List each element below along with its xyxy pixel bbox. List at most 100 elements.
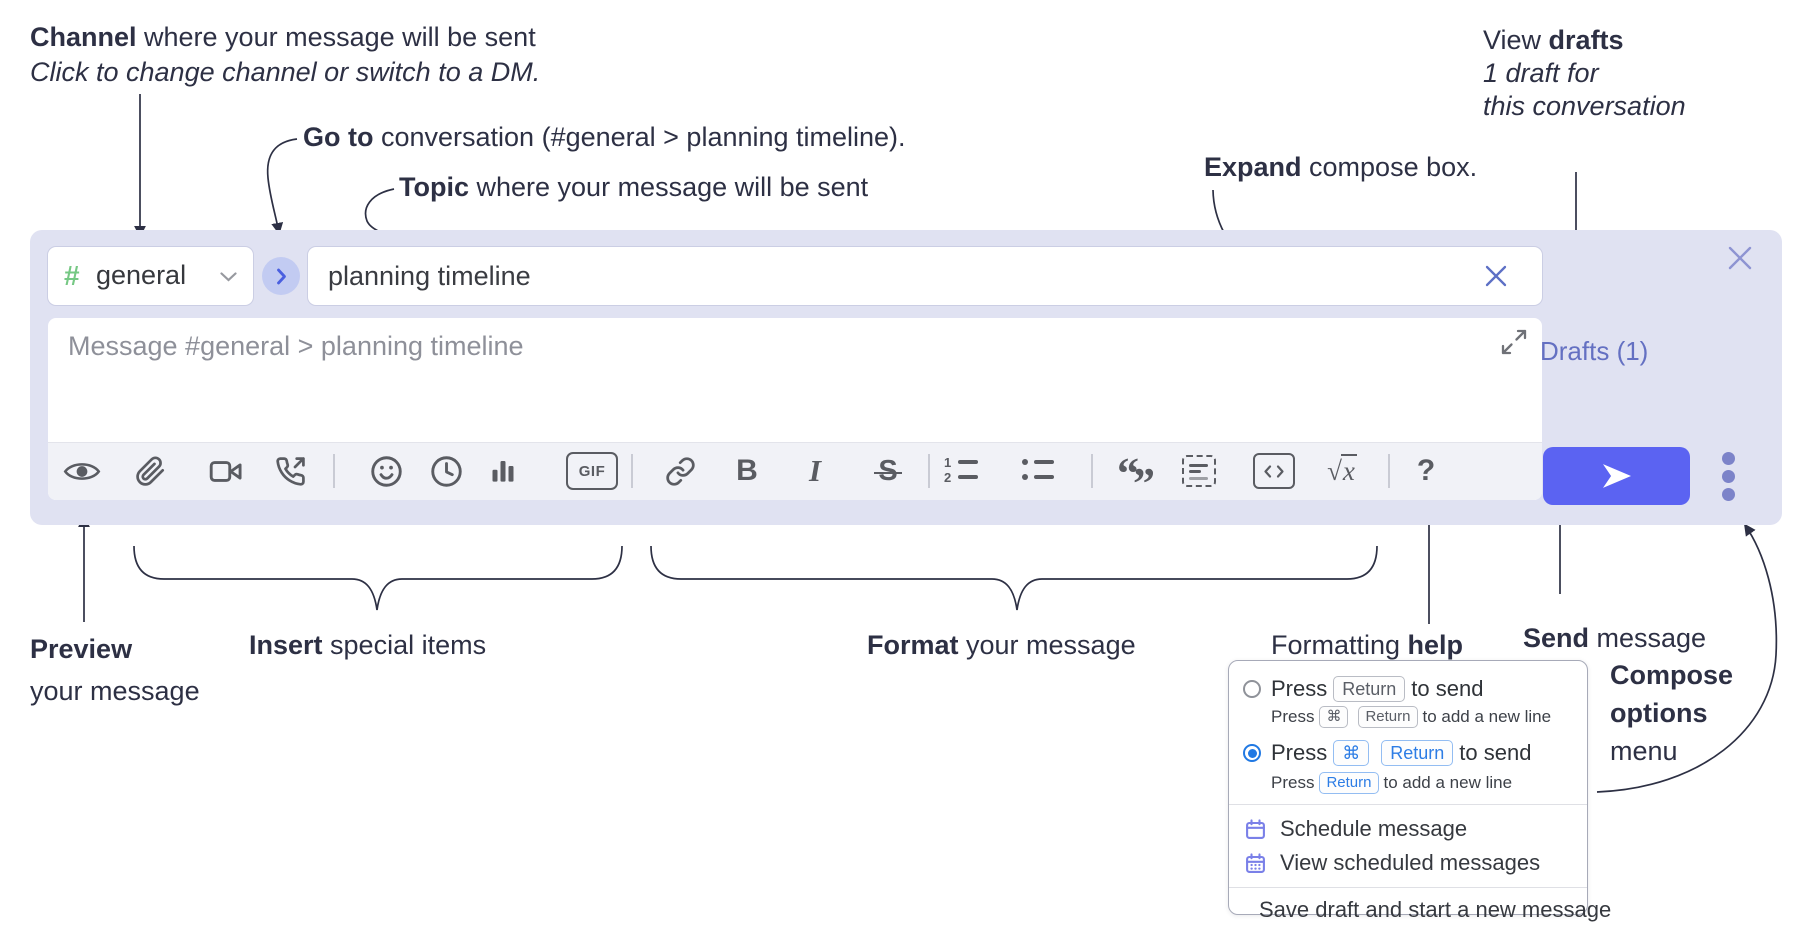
- send-option-return[interactable]: Press Return to send: [1243, 674, 1577, 704]
- add-video-call-button[interactable]: [203, 449, 247, 493]
- quote-icon: “ ”: [1117, 449, 1155, 508]
- bar-chart-icon: [492, 461, 514, 482]
- return-key: Return: [1333, 676, 1406, 702]
- spoiler-icon: [1182, 455, 1216, 487]
- channel-annotation-line2: Click to change channel or switch to a D…: [30, 57, 541, 87]
- go-to-conversation-button[interactable]: [262, 257, 300, 295]
- formatting-help-annotation: Formatting help: [1271, 630, 1464, 660]
- add-global-time-button[interactable]: [424, 449, 468, 493]
- math-button[interactable]: √x: [1318, 449, 1366, 493]
- code-button[interactable]: [1252, 449, 1296, 493]
- numbered-list-button[interactable]: 1 2: [940, 449, 984, 493]
- bulleted-list-icon: [1020, 455, 1056, 487]
- italic-button[interactable]: I: [793, 449, 837, 493]
- channel-name: general: [96, 260, 187, 290]
- add-emoji-button[interactable]: [364, 449, 408, 493]
- cmd-key: ⌘: [1319, 706, 1349, 728]
- code-icon: [1253, 453, 1295, 489]
- insert-brace: [133, 545, 623, 611]
- return-key: Return: [1381, 740, 1454, 766]
- calendar-icon: [1246, 818, 1265, 839]
- bold-button[interactable]: B: [725, 449, 769, 493]
- format-annotation: Format your message: [867, 630, 1136, 660]
- insert-annotation: Insert special items: [249, 630, 487, 660]
- channel-annotation-bold: Channel: [30, 22, 137, 52]
- numbered-list-icon: 1 2: [944, 455, 980, 487]
- channel-hash-icon: #: [64, 260, 80, 291]
- link-icon: [665, 456, 695, 486]
- bold-icon: B: [736, 454, 758, 487]
- quote-button[interactable]: “ ”: [1113, 449, 1157, 508]
- compose-options-menu: Press Return to send Press ⌘ Return to a…: [1228, 660, 1611, 922]
- phone-outgoing-icon: [275, 456, 305, 486]
- topic-annotation: Topic where your message will be sent: [399, 172, 869, 202]
- menu-divider: [1229, 804, 1587, 805]
- compose-options-annotation: Compose options menu: [1610, 660, 1734, 766]
- return-key: Return: [1358, 706, 1418, 728]
- format-brace: [650, 545, 1378, 611]
- eye-icon: [63, 462, 101, 480]
- toolbar-divider: [333, 454, 335, 488]
- ellipsis-dot: [1721, 469, 1735, 483]
- insert-link-button[interactable]: [658, 449, 702, 493]
- menu-item-view-scheduled-messages[interactable]: View scheduled messages: [1245, 847, 1577, 879]
- toolbar-divider: [1388, 454, 1390, 488]
- clear-topic-icon[interactable]: [1484, 264, 1508, 288]
- message-input[interactable]: [48, 318, 1542, 438]
- calendar-days-icon: [1246, 852, 1265, 873]
- clock-icon: [430, 455, 462, 487]
- video-camera-icon: [209, 460, 242, 482]
- expand-compose-icon[interactable]: [1500, 328, 1528, 356]
- italic-icon: I: [808, 453, 822, 488]
- goto-annotation: Go to conversation (#general > planning …: [303, 122, 906, 152]
- radio-unselected-icon[interactable]: [1243, 680, 1261, 698]
- paperclip-icon: [135, 455, 164, 486]
- question-mark-icon: ?: [1416, 454, 1436, 487]
- channel-selector[interactable]: # general: [48, 247, 253, 305]
- send-icon: [1602, 464, 1631, 488]
- channel-annotation: Channel where your message will be sent …: [30, 20, 540, 90]
- toolbar-divider: [1091, 454, 1093, 488]
- preview-button[interactable]: [60, 449, 104, 493]
- math-icon: √x: [1327, 453, 1357, 486]
- cmd-key: ⌘: [1333, 740, 1370, 766]
- preview-annotation: Preview your message: [30, 634, 200, 706]
- strikethrough-icon: S: [874, 454, 903, 487]
- send-option-cmd-return-subtext: Press Return to add a new line: [1271, 772, 1513, 794]
- send-option-return-subtext: Press ⌘ Return to add a new line: [1271, 706, 1552, 728]
- expand-annotation: Expand compose box.: [1204, 152, 1478, 182]
- menu-divider: [1229, 887, 1587, 888]
- compose-box-panel: # general: [30, 230, 1782, 525]
- toolbar-divider: [631, 454, 633, 488]
- drafts-link[interactable]: Drafts (1): [1540, 336, 1649, 366]
- add-poll-button[interactable]: [481, 449, 525, 493]
- compose-toolbar: GIF B I: [48, 442, 1542, 508]
- ellipsis-dot: [1721, 487, 1735, 501]
- topic-input[interactable]: [308, 247, 1542, 305]
- goto-arrow: [266, 138, 298, 235]
- chevron-right-icon: [276, 268, 286, 284]
- add-gif-button[interactable]: GIF: [566, 449, 618, 493]
- ellipsis-dot: [1721, 451, 1735, 465]
- close-compose-icon[interactable]: [1726, 244, 1754, 272]
- menu-item-schedule-message[interactable]: Schedule message: [1245, 813, 1577, 845]
- send-option-cmd-return[interactable]: Press ⌘ Return to send: [1243, 737, 1577, 769]
- smiley-icon: [370, 455, 402, 487]
- menu-item-save-draft[interactable]: Save draft and start a new message: [1245, 894, 1611, 926]
- chevron-down-icon: [220, 272, 237, 282]
- send-button[interactable]: [1543, 447, 1690, 505]
- formatting-help-button[interactable]: ?: [1404, 449, 1448, 493]
- return-key: Return: [1319, 772, 1379, 794]
- drafts-annotation: View drafts 1 draft for this conversatio…: [1483, 25, 1686, 121]
- attach-file-button[interactable]: [128, 449, 172, 493]
- strikethrough-button[interactable]: S: [866, 449, 910, 493]
- radio-selected-icon[interactable]: [1243, 744, 1261, 762]
- spoiler-button[interactable]: [1177, 449, 1221, 493]
- bulleted-list-button[interactable]: [1016, 449, 1060, 493]
- compose-options-button[interactable]: [1714, 448, 1742, 504]
- topic-input-box: [308, 247, 1542, 305]
- message-compose-area: GIF B I: [48, 318, 1542, 508]
- add-voice-call-button[interactable]: [268, 449, 312, 493]
- toolbar-divider: [928, 454, 930, 488]
- send-annotation: Send message: [1523, 623, 1707, 653]
